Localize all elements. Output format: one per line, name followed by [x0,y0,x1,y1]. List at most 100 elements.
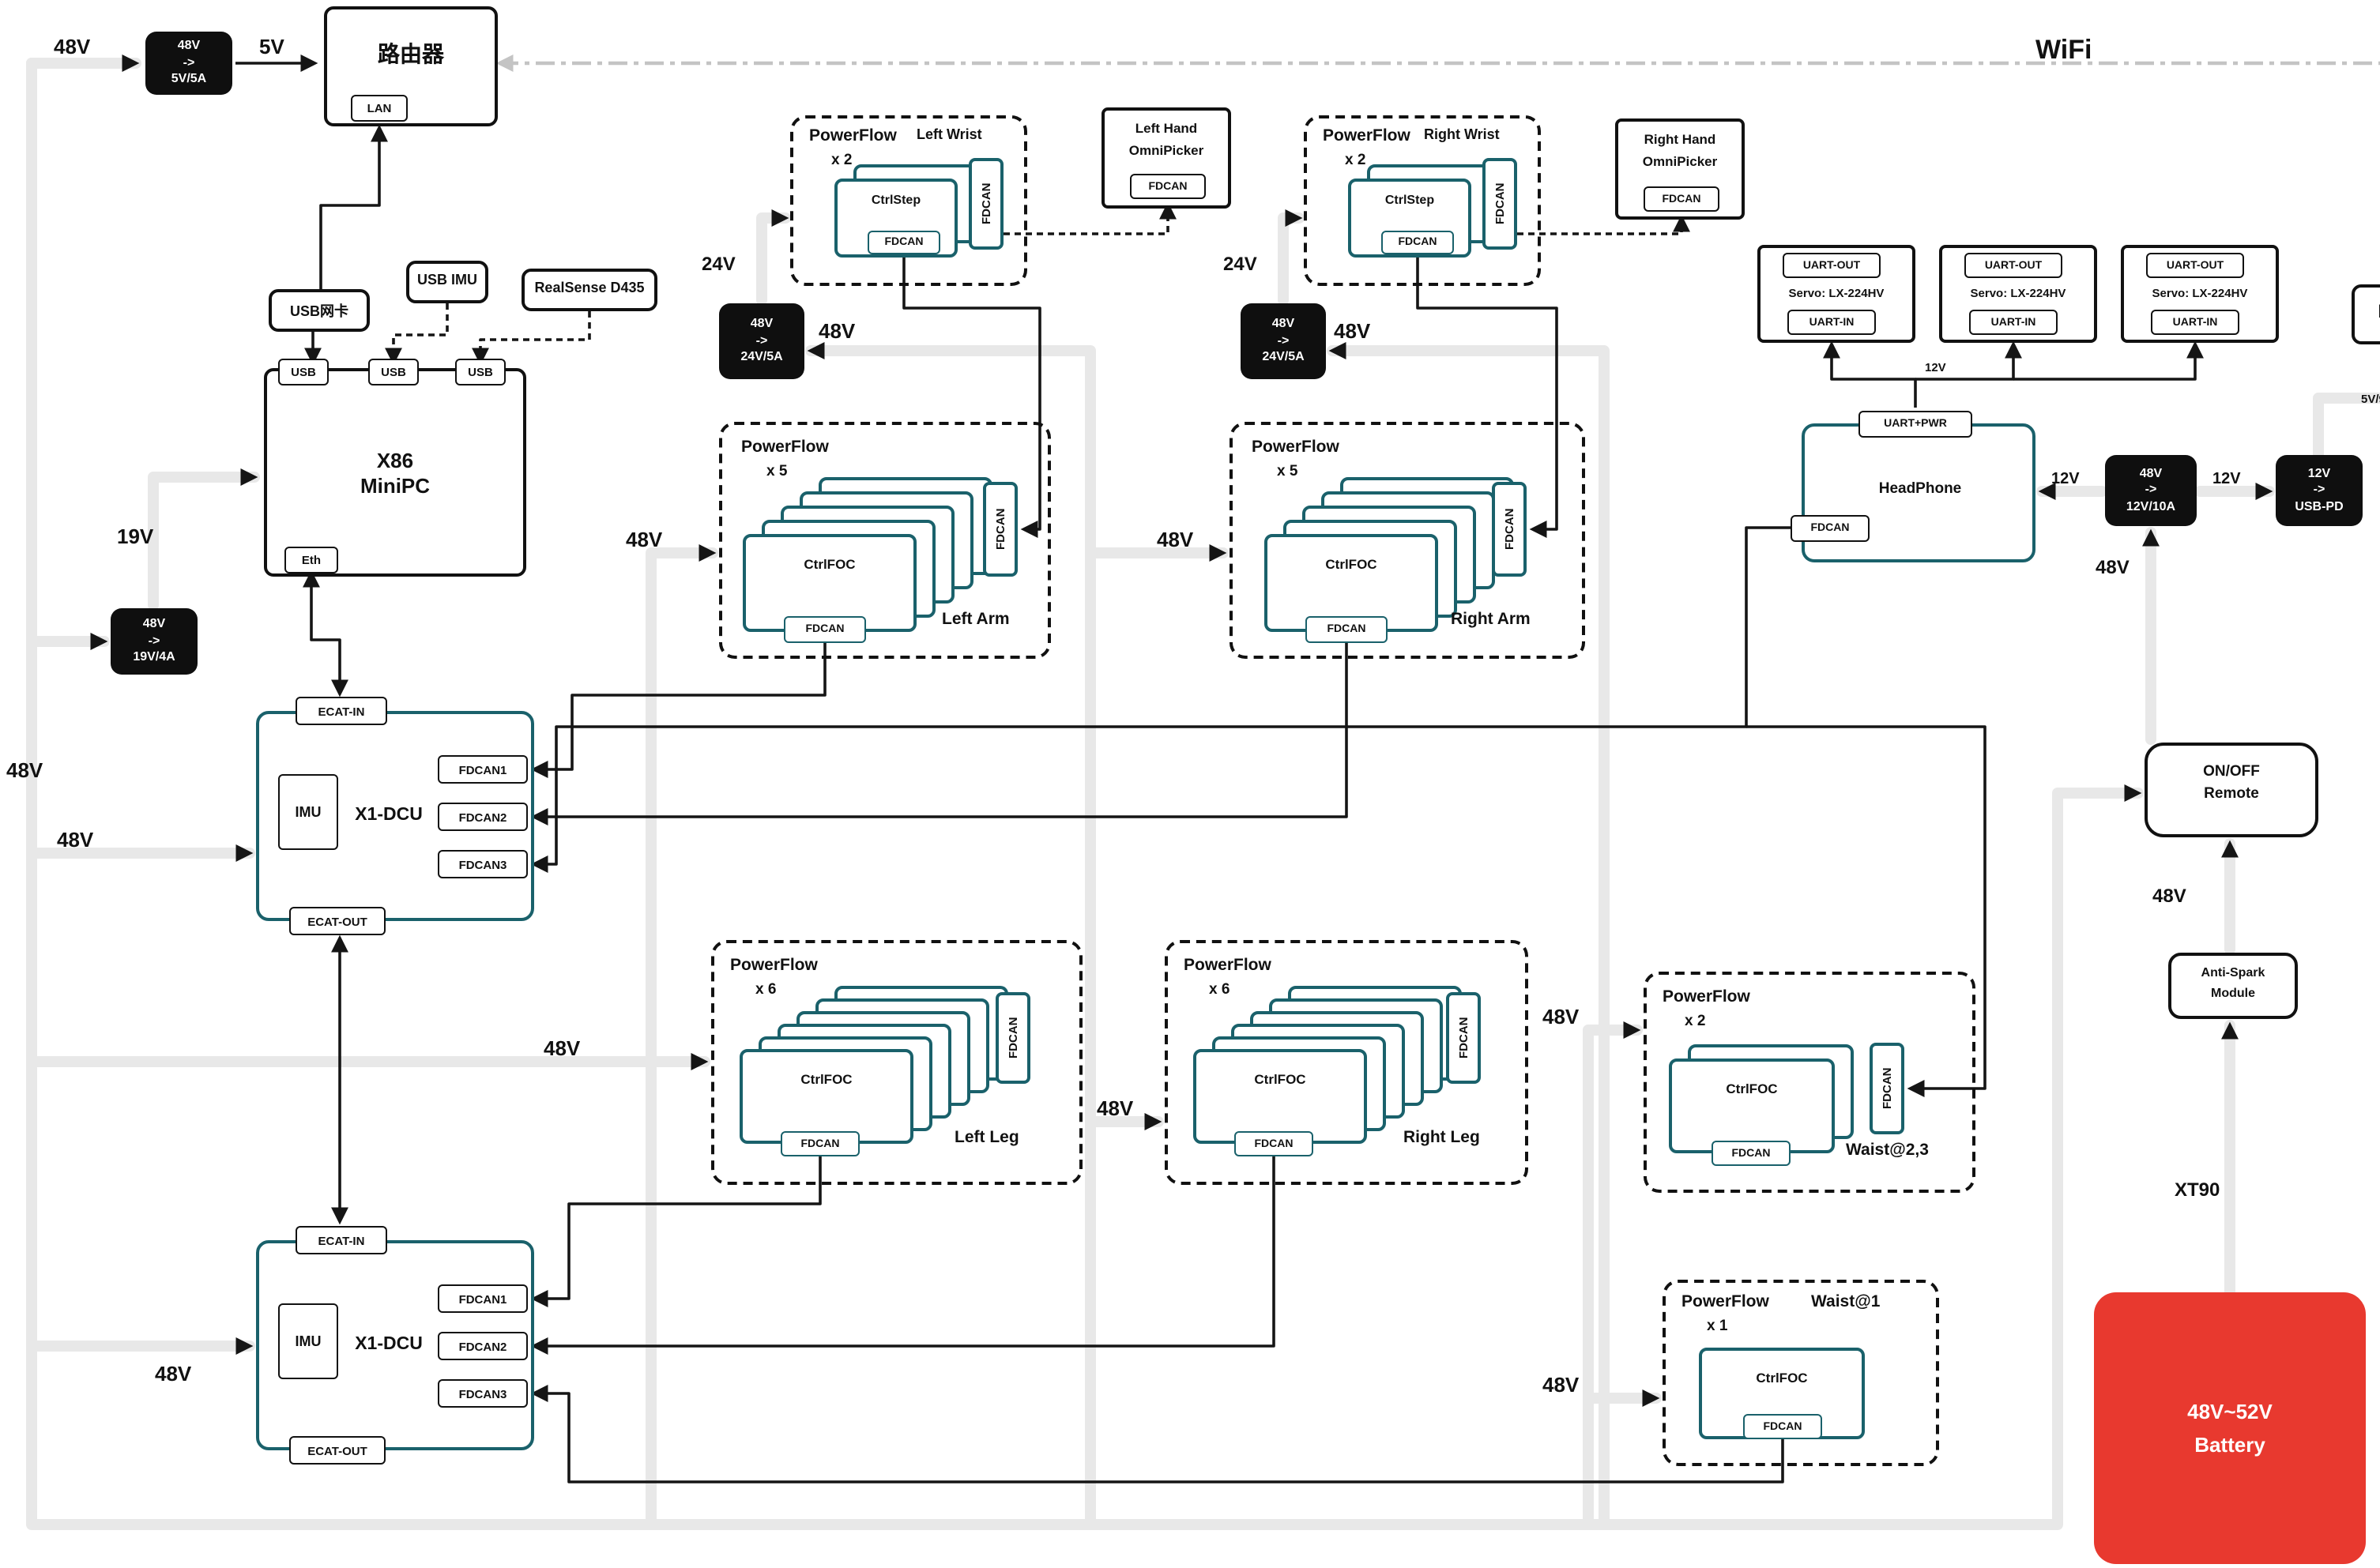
label-48v-right-arm: 48V [1157,528,1194,551]
servo3-uart-out: UART-OUT [2146,253,2244,278]
group-left-leg-title: PowerFlow [730,956,818,975]
converter-line: -> [1277,333,1290,348]
label-12v-b: 12V [2212,471,2241,488]
left-hand-line2: OmniPicker [1128,142,1204,158]
wire-leftarm-to-fdcan1 [530,643,827,778]
ctrlstep-label: CtrlStep [1384,193,1435,207]
group-right-arm-name: Right Arm [1451,610,1531,629]
converter-line: 12V/10A [2126,498,2176,513]
remote-line2: Remote [2204,785,2259,803]
converter-line: 48V [177,38,201,53]
converter-line: 48V [1271,316,1295,331]
powerflow-card [743,534,917,632]
fdcan-port: FDCAN [1712,1141,1791,1166]
label-48v-left-arm: 48V [626,528,663,551]
wire-realsense-to-usb3 [472,311,591,366]
minipc-title-2: MiniPC [360,474,431,498]
servo1-uart-out: UART-OUT [1783,253,1881,278]
ctrlstep-label: CtrlStep [871,193,921,207]
converter-line: 12V [2307,465,2331,480]
left-hand-line1: Left Hand [1135,120,1198,136]
wire-eth-to-ecatin1 [303,570,348,698]
converter-line: -> [2145,482,2157,497]
converter-line: 19V/4A [133,649,175,664]
group-waist1 [1663,1280,1939,1466]
dcu2-fdcan1: FDCAN1 [438,1284,528,1313]
fdcan-port: FDCAN [784,616,866,643]
fdcan-tab: FDCAN [1492,482,1527,577]
label-48v-waist1: 48V [1542,1373,1580,1397]
dcu1-fdcan2: FDCAN2 [438,803,528,831]
converter-line: 24V/5A [1262,349,1305,364]
converter-line: 48V [142,616,166,631]
label-48v-conv24-left: 48V [819,319,856,343]
group-left-leg-count: x 6 [755,981,777,998]
usb-imu-label: USB IMU [417,272,477,288]
group-left-leg-name: Left Leg [955,1128,1019,1147]
ctrlfoc-label: CtrlFOC [800,1071,853,1087]
dcu1-ecat-out: ECAT-OUT [289,907,386,935]
label-phone-voltages: 5V/9V/12V [2361,392,2380,406]
dcu2-ecat-out: ECAT-OUT [289,1436,386,1465]
label-wifi: WiFi [2035,35,2092,65]
fdcan-tab: FDCAN [1482,158,1517,250]
usb-nic-box [269,289,370,332]
antispark-line2: Module [2211,986,2255,1000]
phone-label: Phone [2352,300,2380,322]
headphone-uart-pwr: UART+PWR [1858,411,1972,438]
eth-port: Eth [284,547,338,573]
dcu1-fdcan1: FDCAN1 [438,755,528,784]
dcu2-fdcan3: FDCAN3 [438,1379,528,1408]
wire-48v-to-conv24-right [1327,342,1610,1530]
group-waist23-count: x 2 [1685,1013,1706,1030]
fdcan-port: FDCAN [1305,616,1388,643]
label-48v-dcu2: 48V [155,1362,192,1386]
right-hand-line2: OmniPicker [1642,153,1718,169]
converter-line: 5V/5A [171,71,207,86]
converter-line: 48V [750,316,774,331]
dcu2-title: X1-DCU [355,1335,423,1354]
wire-rightarm-to-fdcan2 [530,643,1348,825]
servo2-uart-out: UART-OUT [1964,253,2062,278]
group-right-leg-count: x 6 [1209,981,1230,998]
wire-bus-to-waist23 [1746,725,1986,1097]
label-48v-top: 48V [54,35,91,58]
label-19v: 19V [117,525,154,548]
phone-box [2352,284,2380,344]
wire-48v-to-left-arm [646,544,718,1530]
group-left-arm-count: x 5 [766,463,788,480]
usb-port-2: USB [368,359,419,385]
antispark-box [2168,953,2298,1019]
group-right-wrist-count: x 2 [1345,152,1366,169]
converter-line: USB-PD [2295,498,2344,513]
servo3-uart-in: UART-IN [2151,310,2239,335]
servo1-name: Servo: LX-224HV [1788,286,1885,300]
ctrlfoc-label: CtrlFOC [1254,1071,1306,1087]
label-5v: 5V [259,35,284,58]
group-left-wrist-title: PowerFlow [809,126,897,145]
converter-line: 24V/5A [740,349,783,364]
usb-imu-box [406,261,488,303]
wire-rightwrist-to-righthand [1517,214,1690,235]
group-left-arm-title: PowerFlow [741,438,829,457]
dcu1-ecat-in: ECAT-IN [296,697,387,725]
fdcan-tab: FDCAN [1870,1043,1904,1134]
wire-rightleg-to-fdcan2 [530,1156,1275,1355]
group-right-wrist-name: Right Wrist [1424,126,1500,142]
powerflow-card [1669,1058,1835,1153]
wire-uartpwr-to-servo1 [1823,340,1917,408]
dcu1-fdcan3: FDCAN3 [438,850,528,878]
fdcan-tab: FDCAN [969,158,1004,250]
left-hand-fdcan: FDCAN [1130,174,1206,199]
realsense-label: RealSense D435 [534,280,645,295]
wire-headphone-to-fdcan3 [530,526,1791,873]
fdcan-port: FDCAN [781,1131,860,1156]
wire-48v-main-bus [26,58,2144,1530]
fdcan-tab: FDCAN [983,482,1018,577]
label-48v-trunk: 48V [6,758,43,782]
remote-line1: ON/OFF [2203,763,2260,780]
group-left-leg [711,940,1083,1185]
label-xt90: XT90 [2175,1179,2220,1201]
